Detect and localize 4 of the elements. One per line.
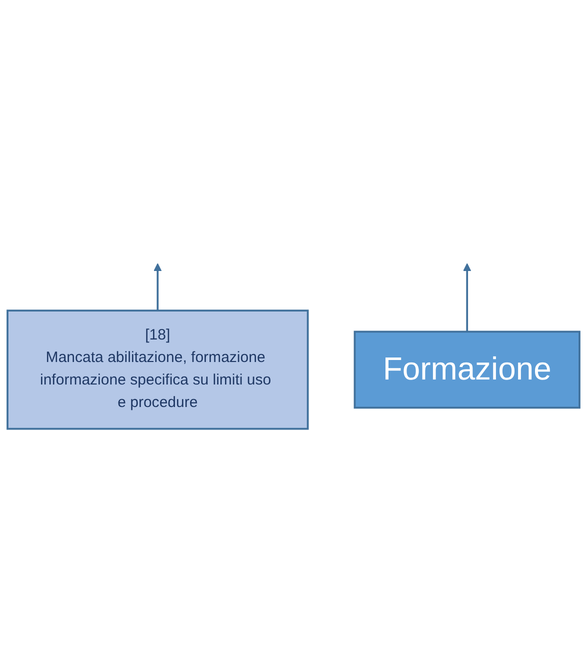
- node-box: [18] Mancata abilitazione, formazione informazione specifica su limiti uso e procedure: [6, 309, 309, 430]
- arrow: [462, 263, 472, 332]
- node-box: Formazione: [354, 330, 580, 408]
- arrow: [154, 263, 162, 310]
